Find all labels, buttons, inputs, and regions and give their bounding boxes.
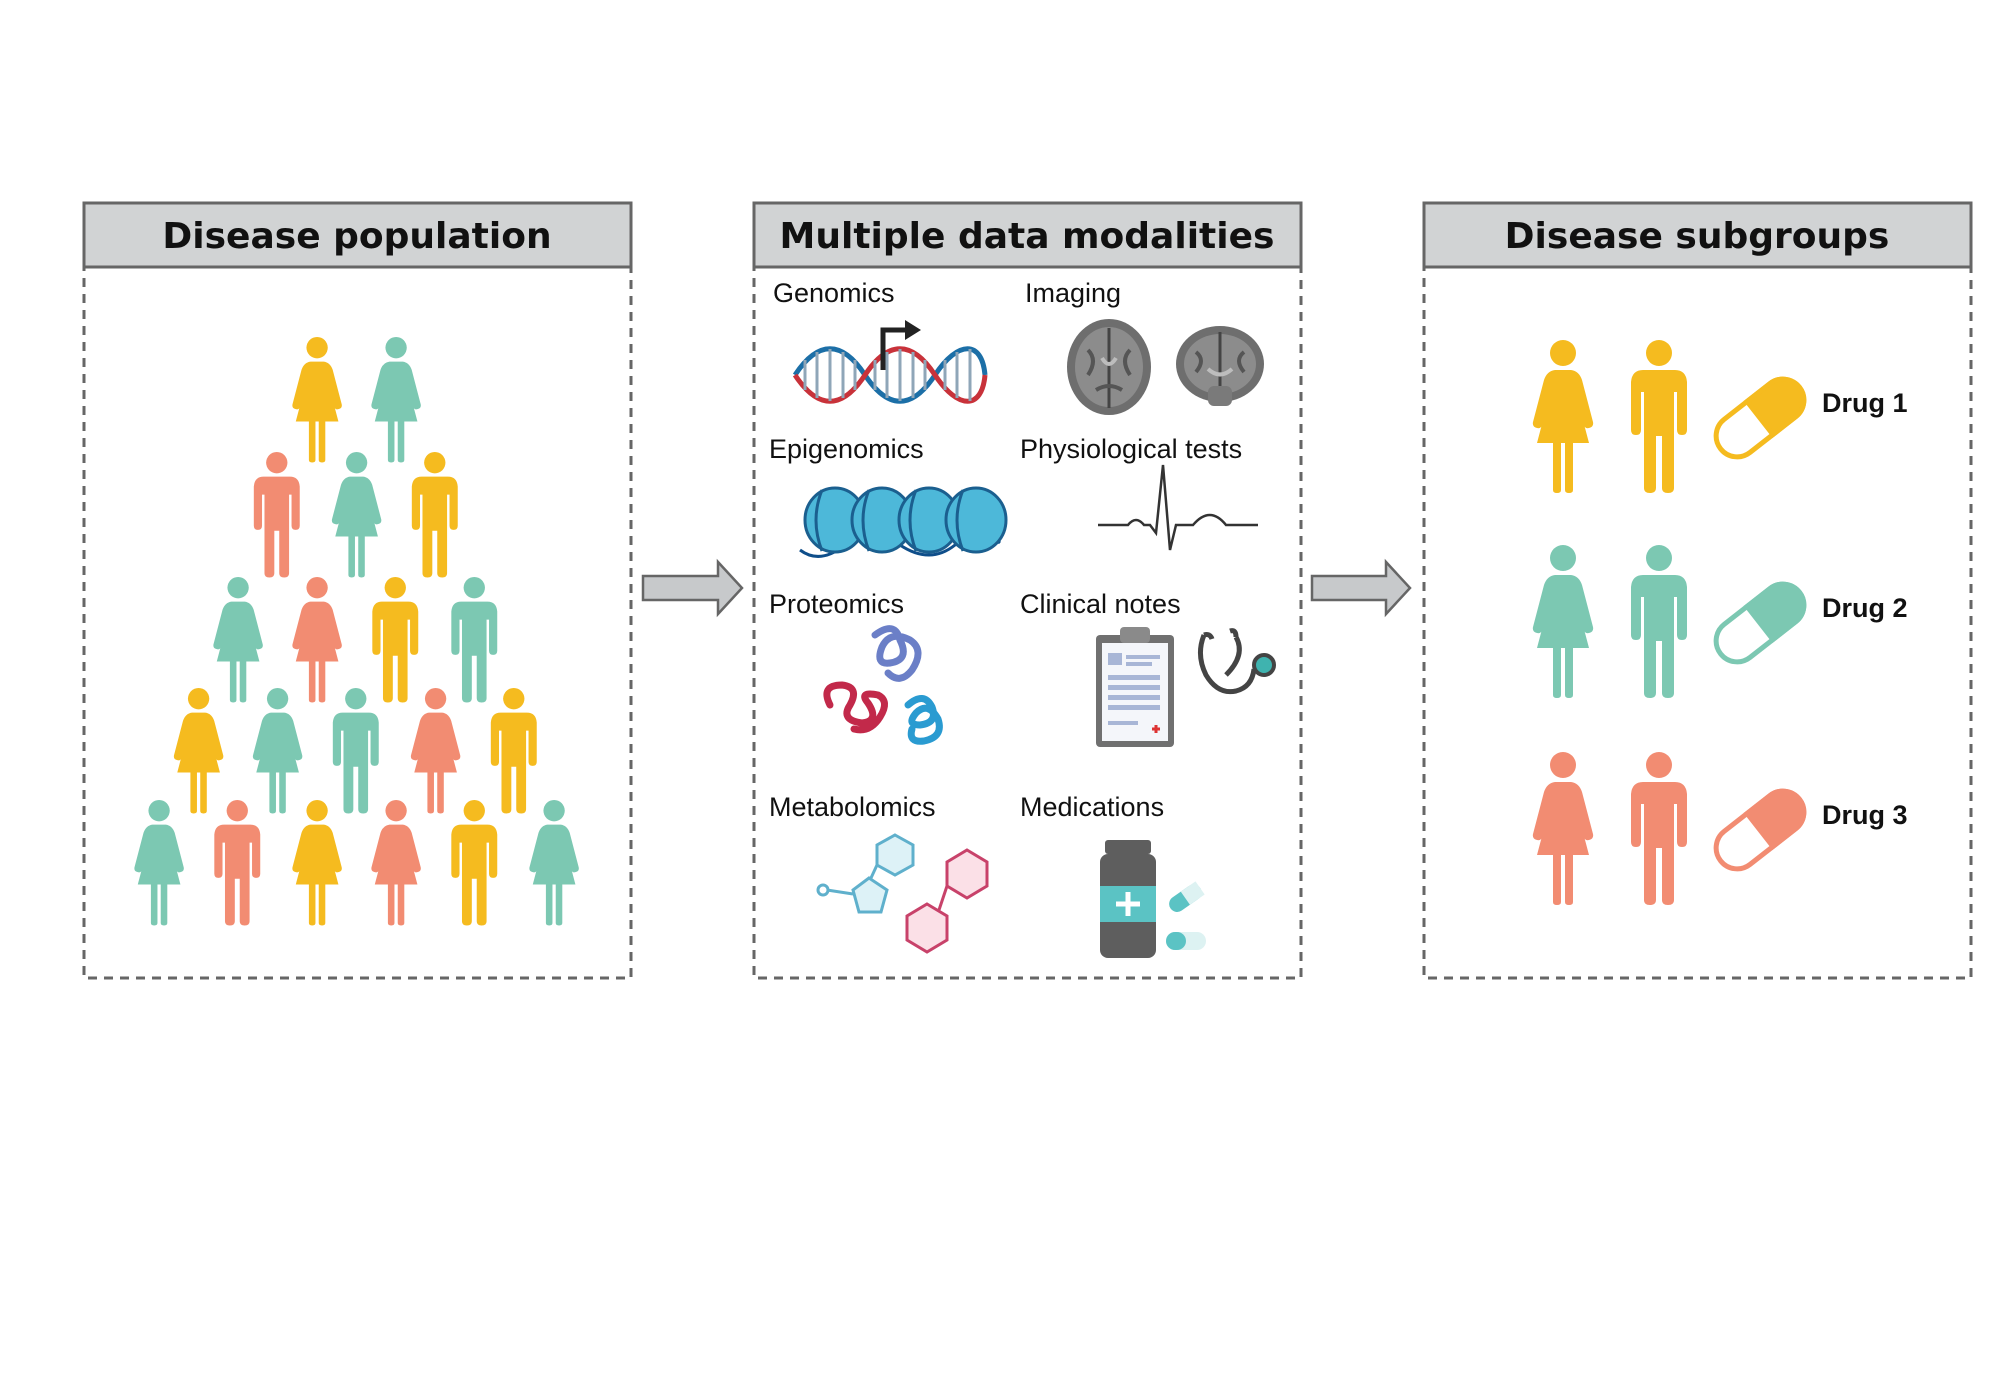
yellow-male-person-icon [372,577,419,703]
salmon-male-person-icon [214,800,261,926]
teal-female-person-icon [134,800,184,926]
teal-male-person-icon [1631,545,1687,698]
teal-male-person-icon [451,577,498,703]
subgroup-list: Drug 1 Drug 2 Drug 3 [1532,340,1908,905]
salmon-male-person-icon [1631,752,1687,905]
medicine-bottle-icon [1100,840,1206,958]
capsule-icon [1713,788,1807,872]
teal-female-person-icon [371,337,421,463]
protein-icon [823,625,943,745]
label-clinical-notes: Clinical notes [1020,589,1181,619]
teal-female-person-icon [252,688,303,814]
arrow-right-icon [641,558,744,618]
label-medications: Medications [1020,792,1164,822]
yellow-female-person-icon [1532,340,1594,493]
arrow-right-icon [1310,558,1412,618]
panel-title-population: Disease population [162,216,551,257]
salmon-female-person-icon [371,800,421,926]
panel-header [82,201,633,269]
drug-label: Drug 2 [1822,593,1908,623]
dna-helix-icon [792,320,988,404]
population-crowd [134,337,579,926]
salmon-female-person-icon [410,688,461,814]
panel-title-subgroups: Disease subgroups [1505,216,1890,257]
ecg-waveform-icon [1098,464,1258,551]
teal-female-person-icon [331,452,382,578]
drug-label: Drug 1 [1822,388,1908,418]
subgroup-row: Drug 2 [1532,545,1908,698]
subgroup-row: Drug 1 [1532,340,1908,493]
yellow-male-person-icon [451,800,498,926]
salmon-female-person-icon [292,577,342,703]
panel-header [752,201,1303,269]
panel-disease-population: Disease population [82,201,633,980]
clipboard-stethoscope-icon [1096,627,1276,747]
teal-female-person-icon [529,800,579,926]
yellow-male-person-icon [490,688,537,814]
label-imaging: Imaging [1025,278,1121,308]
brain-scan-icon [1067,319,1264,415]
yellow-female-person-icon [292,800,342,926]
panel-header [1422,201,1973,269]
yellow-male-person-icon [411,452,458,578]
label-epigenomics: Epigenomics [769,434,924,464]
yellow-female-person-icon [173,688,224,814]
capsule-icon [1713,581,1807,665]
panel-title-modalities: Multiple data modalities [780,216,1275,257]
salmon-female-person-icon [1532,752,1594,905]
label-proteomics: Proteomics [769,589,904,619]
subgroup-row: Drug 3 [1532,752,1908,905]
label-genomics: Genomics [773,278,895,308]
teal-female-person-icon [213,577,263,703]
label-metabolomics: Metabolomics [769,792,936,822]
molecule-icon [816,833,989,954]
panel-border [1422,201,1973,980]
teal-female-person-icon [1532,545,1594,698]
label-physiological-tests: Physiological tests [1020,434,1242,464]
panel-disease-subgroups: Disease subgroups Drug 1 Drug 2 Drug 3 [1422,201,1973,980]
salmon-male-person-icon [253,452,300,578]
yellow-male-person-icon [1631,340,1687,493]
nucleosome-icon [799,486,1008,558]
drug-label: Drug 3 [1822,800,1908,830]
teal-male-person-icon [332,688,379,814]
yellow-female-person-icon [292,337,342,463]
capsule-icon [1713,376,1807,460]
panel-data-modalities: Multiple data modalities Genomics Imagin… [752,201,1303,980]
